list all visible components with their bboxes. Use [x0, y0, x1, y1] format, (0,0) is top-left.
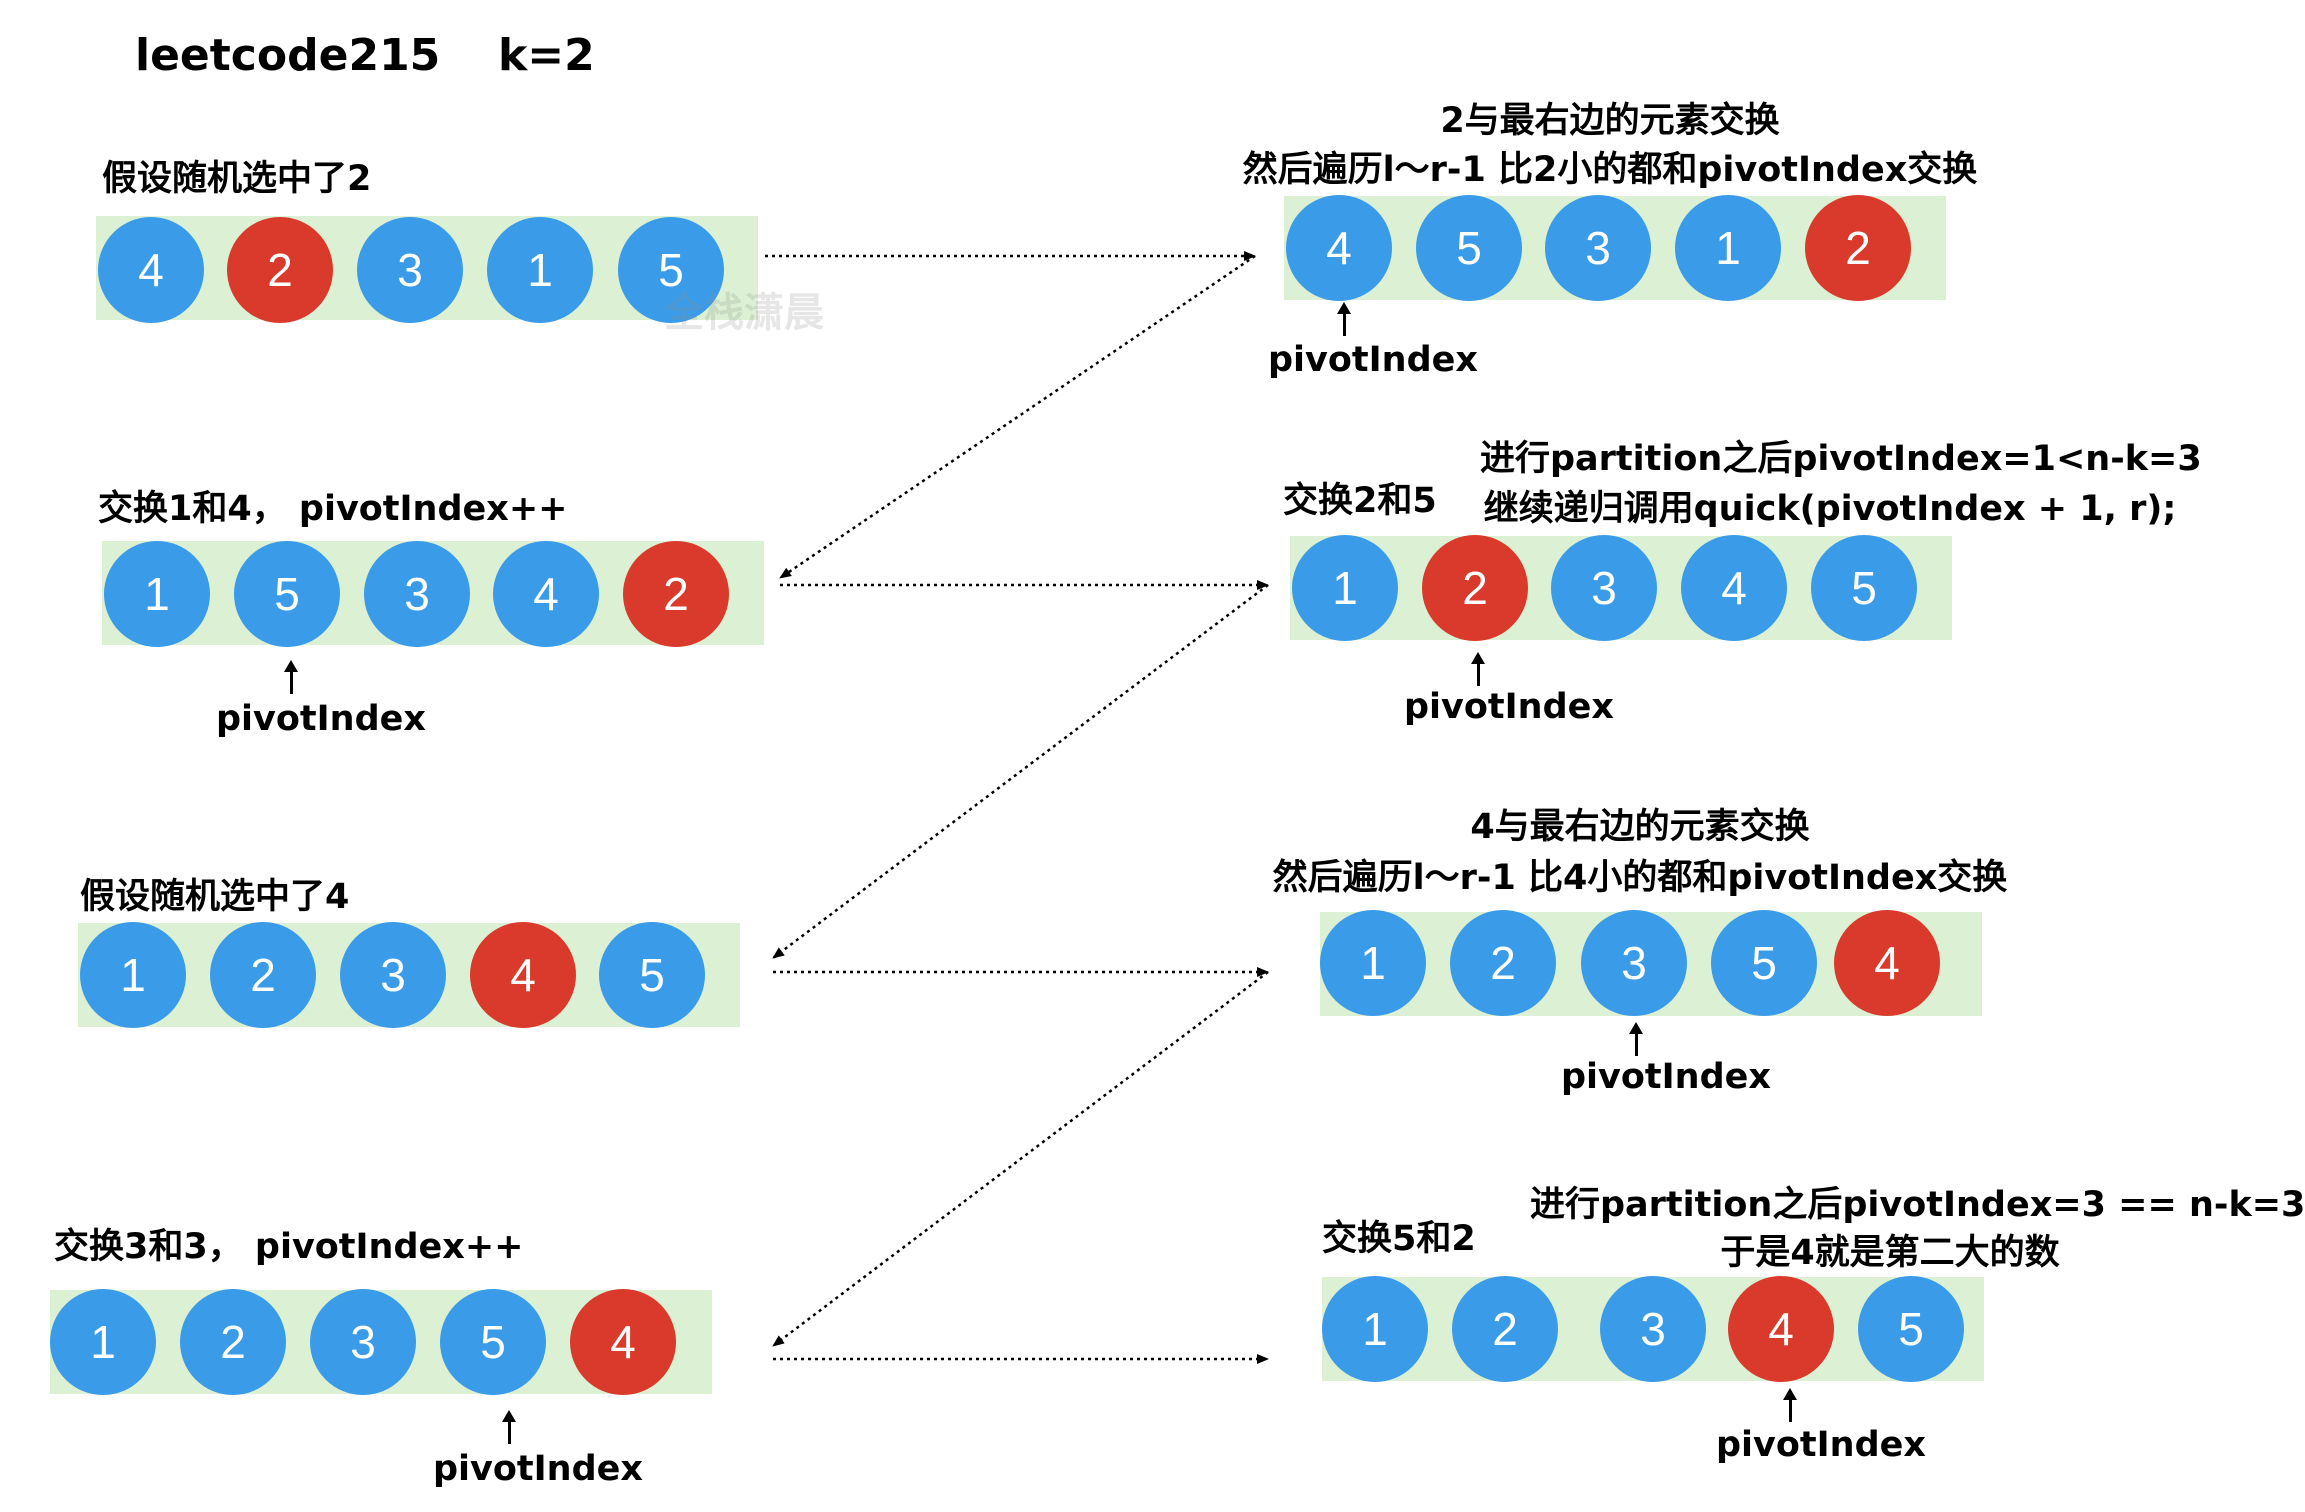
step4-item: 5: [1811, 535, 1917, 641]
step6-item: 1: [1320, 910, 1426, 1016]
step6-caption: 然后遍历l～r-1 比4小的都和pivotIndex交换: [1272, 858, 2008, 898]
step5-caption: 假设随机选中了4: [80, 877, 350, 917]
step3-item-pivot: 2: [623, 541, 729, 647]
step7-caption: 交换3和3， pivotIndex++: [54, 1227, 524, 1267]
step8-item: 2: [1452, 1276, 1558, 1382]
step1-item: 4: [98, 217, 204, 323]
step2-item-pivot: 2: [1805, 195, 1911, 301]
step8-note: 于是4就是第二大的数: [1720, 1233, 2060, 1273]
connector-6-7: [772, 971, 1269, 1347]
step7-item: 2: [180, 1289, 286, 1395]
step6-pointer-label: pivotIndex: [1561, 1057, 1771, 1097]
step7-pointer-label: pivotIndex: [433, 1449, 643, 1489]
step3-item: 4: [493, 541, 599, 647]
step7-item-pivot: 4: [570, 1289, 676, 1395]
step2-item: 5: [1416, 195, 1522, 301]
diagram-title: leetcode215: [135, 30, 441, 81]
step1-item: 3: [357, 217, 463, 323]
step4-pointer-label: pivotIndex: [1404, 687, 1614, 727]
step5-item-pivot: 4: [470, 922, 576, 1028]
watermark: 全栈潇晨: [664, 290, 824, 336]
step7-item: 1: [50, 1289, 156, 1395]
step8-item: 1: [1322, 1276, 1428, 1382]
step3-pointer-label: pivotIndex: [216, 699, 426, 739]
step2-item: 4: [1286, 195, 1392, 301]
step4-note: 进行partition之后pivotIndex=1<n-k=3: [1480, 439, 2202, 479]
step4-item-pivot: 2: [1422, 535, 1528, 641]
step6-caption: 4与最右边的元素交换: [1470, 807, 1810, 847]
step6-item-pivot: 4: [1834, 910, 1940, 1016]
step6-item: 2: [1450, 910, 1556, 1016]
step4-item: 1: [1292, 535, 1398, 641]
step1-item: 1: [487, 217, 593, 323]
step2-caption: 2与最右边的元素交换: [1440, 101, 1780, 141]
step3-item: 5: [234, 541, 340, 647]
k-value: k=2: [498, 30, 595, 81]
step3-item: 1: [104, 541, 210, 647]
step1-item: 5: [618, 217, 724, 323]
step4-item: 3: [1551, 535, 1657, 641]
step6-item: 3: [1581, 910, 1687, 1016]
step3-caption: 交换1和4， pivotIndex++: [98, 489, 568, 529]
step6-item: 5: [1711, 910, 1817, 1016]
step8-pointer-label: pivotIndex: [1716, 1425, 1926, 1465]
step1-caption: 假设随机选中了2: [102, 159, 372, 199]
step8-caption: 交换5和2: [1322, 1219, 1476, 1259]
connector-4-5: [772, 584, 1269, 959]
step4-item: 4: [1681, 535, 1787, 641]
step8-note: 进行partition之后pivotIndex=3 == n-k=3: [1530, 1185, 2305, 1225]
step4-note: 继续递归调用quick(pivotIndex + 1, r);: [1483, 489, 2177, 529]
step5-item: 2: [210, 922, 316, 1028]
step7-item: 5: [440, 1289, 546, 1395]
step4-caption: 交换2和5: [1283, 481, 1437, 521]
step8-item-pivot: 4: [1728, 1276, 1834, 1382]
step2-caption: 然后遍历l～r-1 比2小的都和pivotIndex交换: [1242, 150, 1978, 190]
step1-item-pivot: 2: [227, 217, 333, 323]
step2-item: 1: [1675, 195, 1781, 301]
step2-item: 3: [1545, 195, 1651, 301]
step8-item: 3: [1600, 1276, 1706, 1382]
step5-item: 3: [340, 922, 446, 1028]
step8-item: 5: [1858, 1276, 1964, 1382]
step5-item: 1: [80, 922, 186, 1028]
step7-item: 3: [310, 1289, 416, 1395]
connector-2-3: [779, 254, 1256, 580]
step3-item: 3: [364, 541, 470, 647]
step5-item: 5: [599, 922, 705, 1028]
step2-pointer-label: pivotIndex: [1268, 340, 1478, 380]
